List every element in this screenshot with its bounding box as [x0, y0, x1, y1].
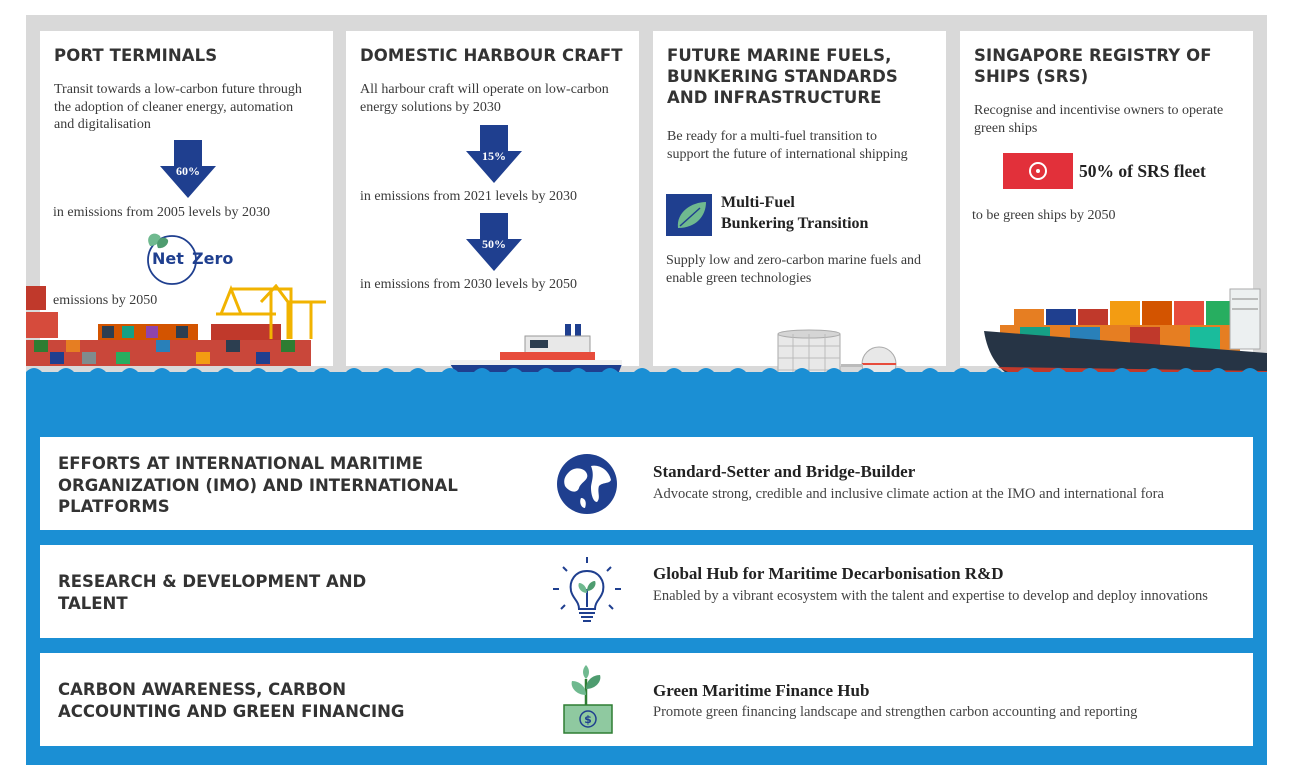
row-heading: Green Maritime Finance Hub: [653, 681, 870, 700]
card-title: DOMESTIC HARBOUR CRAFT: [360, 46, 623, 65]
row-description: Enabled by a vibrant ecosystem with the …: [653, 588, 1208, 604]
card-port-terminals: PORT TERMINALS Transit towards a low-car…: [40, 31, 333, 366]
card-title: SINGAPORE REGISTRY OF SHIPS (SRS): [974, 46, 1212, 86]
row-title: RESEARCH & DEVELOPMENT AND TALENT: [58, 572, 367, 613]
card-domestic-harbour-craft: DOMESTIC HARBOUR CRAFT All harbour craft…: [346, 31, 639, 366]
srs-fleet-stat: 50% of SRS fleet: [1079, 161, 1206, 181]
row-carbon-finance: CARBON AWARENESS, CARBON ACCOUNTING AND …: [40, 653, 1253, 746]
row-title: CARBON AWARENESS, CARBON ACCOUNTING AND …: [58, 680, 405, 721]
row-heading: Standard-Setter and Bridge-Builder: [653, 462, 916, 481]
down-arrow-icon: 15%: [466, 125, 522, 183]
card-description: Be ready for a multi-fuel transition to …: [667, 129, 908, 162]
emission-target-text: in emissions from 2021 levels by 2030: [360, 189, 577, 204]
row-title: EFFORTS AT INTERNATIONAL MARITIME ORGANI…: [58, 454, 458, 516]
card-singapore-registry: SINGAPORE REGISTRY OF SHIPS (SRS) Recogn…: [960, 31, 1253, 366]
row-imo-efforts: EFFORTS AT INTERNATIONAL MARITIME ORGANI…: [40, 437, 1253, 530]
row-heading: Global Hub for Maritime Decarbonisation …: [653, 564, 1004, 583]
down-arrow-icon: 60%: [160, 140, 216, 198]
badge-line-1: Multi-Fuel: [721, 194, 795, 211]
card-description: All harbour craft will operate on low-ca…: [360, 82, 609, 115]
card-description: Transit towards a low-carbon future thro…: [54, 82, 302, 132]
svg-text:$: $: [584, 713, 592, 726]
multi-fuel-badge: Multi-Fuel Bunkering Transition: [666, 194, 926, 238]
net-zero-text-b: Zero: [192, 249, 234, 268]
row-research-talent: RESEARCH & DEVELOPMENT AND TALENT Global…: [40, 545, 1253, 638]
leaf-icon: [666, 194, 712, 236]
wave-divider: [26, 368, 1267, 386]
card-title: PORT TERMINALS: [54, 46, 218, 65]
emission-target-text: in emissions from 2005 levels by 2030: [53, 205, 270, 220]
singapore-flag-icon: [1003, 153, 1073, 189]
globe-icon: [557, 454, 617, 514]
lightbulb-icon: [553, 557, 621, 622]
reduction-percent: 50%: [482, 237, 506, 251]
badge-line-2: Bunkering Transition: [721, 215, 869, 232]
fuel-supply-text: Supply low and zero-carbon marine fuels …: [666, 253, 922, 286]
reduction-percent: 60%: [176, 164, 200, 178]
card-description: Recognise and incentivise owners to oper…: [974, 103, 1224, 136]
green-ships-target: to be green ships by 2050: [972, 208, 1116, 223]
port-containers-illustration: [26, 284, 326, 366]
net-zero-logo: Net Zero: [140, 228, 240, 288]
row-description: Promote green financing landscape and st…: [653, 704, 1138, 720]
net-zero-text-a: Net: [152, 249, 184, 268]
net-zero-target-text: emissions by 2050: [53, 293, 158, 308]
row-description: Advocate strong, credible and inclusive …: [653, 486, 1164, 502]
money-plant-icon: $: [563, 665, 613, 734]
down-arrow-icon: 50%: [466, 213, 522, 271]
reduction-percent: 15%: [482, 149, 506, 163]
card-title: FUTURE MARINE FUELS, BUNKERING STANDARDS…: [667, 46, 898, 107]
emission-target-text: in emissions from 2030 levels by 2050: [360, 277, 577, 292]
